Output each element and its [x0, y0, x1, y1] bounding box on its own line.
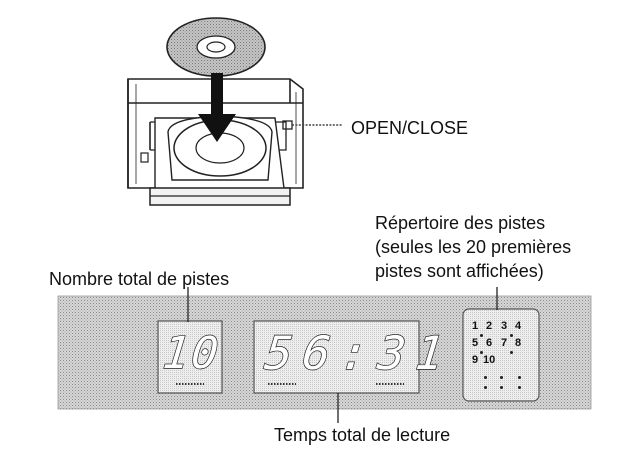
total-time-label: Temps total de lecture: [274, 425, 451, 445]
track-number: 1: [472, 320, 479, 332]
open-close-label: OPEN/CLOSE: [351, 118, 469, 138]
track-directory-line: (seules les 20 premières: [375, 237, 572, 257]
track-number: 5: [472, 337, 479, 349]
track-dot: [510, 351, 513, 354]
display-panel: [57, 295, 592, 410]
total-tracks-label: Nombre total de pistes: [49, 269, 230, 289]
track-number: 8: [515, 337, 522, 349]
track-number: 6: [486, 337, 493, 349]
track-dot: [480, 351, 483, 354]
track-dot: [518, 376, 521, 379]
track-dot: [518, 386, 521, 389]
track-number: 10: [483, 354, 496, 366]
track-directory-label: Répertoire des pistes (seules les 20 pre…: [375, 211, 571, 283]
track-count-readout: 10: [160, 327, 224, 379]
track-dot: [510, 334, 513, 337]
track-number: 4: [515, 320, 522, 332]
track-dot: [500, 376, 503, 379]
track-number: 2: [486, 320, 493, 332]
track-number: 9: [472, 354, 479, 366]
track-number: 7: [501, 337, 508, 349]
arrow-down-icon: [198, 73, 236, 142]
track-dot: [484, 386, 487, 389]
track-dot: [480, 334, 483, 337]
track-dot: [500, 386, 503, 389]
track-number: 3: [501, 320, 508, 332]
track-directory-line: pistes sont affichées): [375, 261, 544, 281]
track-dot: [484, 376, 487, 379]
cd-player-icon: [127, 78, 304, 206]
disc-icon: [166, 17, 266, 77]
track-directory-line: Répertoire des pistes: [375, 213, 546, 233]
track-directory-grid: 1 2 3 4 5 6 7 8 9 10: [470, 316, 532, 396]
total-time-readout: 56:31: [261, 325, 457, 380]
